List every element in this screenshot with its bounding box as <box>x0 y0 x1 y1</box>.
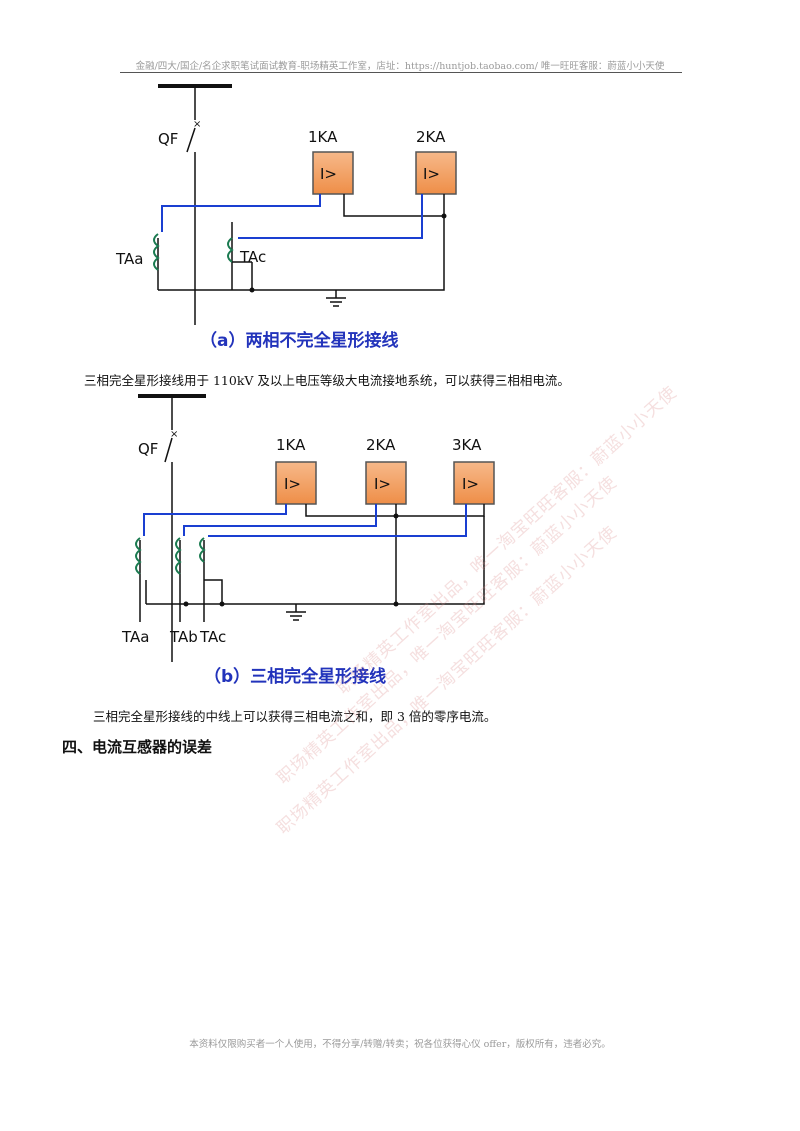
ct-c-coil <box>227 237 234 263</box>
ct-c-label-b: TAc <box>199 628 226 646</box>
ct-b-coil-b <box>175 537 182 575</box>
relay-2ka-b <box>365 461 407 505</box>
svg-text:I>: I> <box>462 475 479 493</box>
relay-2ka-symbol: I> <box>423 165 440 183</box>
svg-text:×: × <box>193 119 201 130</box>
figure-b-diagram: × QF I> 1KA I> 2KA I> 3KA TAa TAb TAc （b… <box>121 394 495 687</box>
paragraph-2: 三相完全星形接线的中线上可以获得三相电流之和，即 3 倍的零序电流。 <box>93 709 497 724</box>
relay-3ka-b <box>453 461 495 505</box>
qf-label-a: QF <box>158 130 178 148</box>
relay-1ka-label-b: 1KA <box>276 436 306 454</box>
relay-1ka-label: 1KA <box>308 128 338 146</box>
relay-2ka-a <box>415 151 457 195</box>
ct-b-label-b: TAb <box>169 628 198 646</box>
header-rule <box>120 72 682 73</box>
relay-2ka-label: 2KA <box>416 128 446 146</box>
qf-label-b: QF <box>138 440 158 458</box>
qf-switch-b <box>164 437 173 463</box>
ct-a-label-b: TAa <box>121 628 149 646</box>
section-heading: 四、电流互感器的误差 <box>62 738 213 756</box>
ct-a-coil <box>153 233 160 271</box>
ct-a-coil-b <box>135 537 142 575</box>
figure-b-caption: （b）三相完全星形接线 <box>204 666 386 687</box>
qf-switch-a <box>186 127 196 153</box>
relay-2ka-label-b: 2KA <box>366 436 396 454</box>
page-header: 金融/四大/国企/名企求职笔试面试教育-职场精英工作室，店址：https://h… <box>135 61 665 72</box>
relay-1ka-symbol: I> <box>320 165 337 183</box>
ct-a-label: TAa <box>115 250 143 268</box>
figure-a-diagram: × QF I> 1KA I> 2KA TAa TAc （a）两相不完全星形接线 <box>115 84 457 351</box>
ct-c-label: TAc <box>239 248 266 266</box>
relay-3ka-label-b: 3KA <box>452 436 482 454</box>
paragraph-1: 三相完全星形接线用于 110kV 及以上电压等级大电流接地系统，可以获得三相相电… <box>84 373 570 388</box>
relay-1ka-b <box>275 461 317 505</box>
svg-text:I>: I> <box>284 475 301 493</box>
svg-text:×: × <box>170 429 178 440</box>
figure-a-caption: （a）两相不完全星形接线 <box>200 330 398 351</box>
page-footer: 本资料仅限购买者一个人使用，不得分享/转赠/转卖；祝各位获得心仪 offer，版… <box>189 1039 611 1050</box>
svg-text:I>: I> <box>374 475 391 493</box>
ct-c-coil-b <box>199 537 206 563</box>
relay-1ka-a <box>312 151 354 195</box>
